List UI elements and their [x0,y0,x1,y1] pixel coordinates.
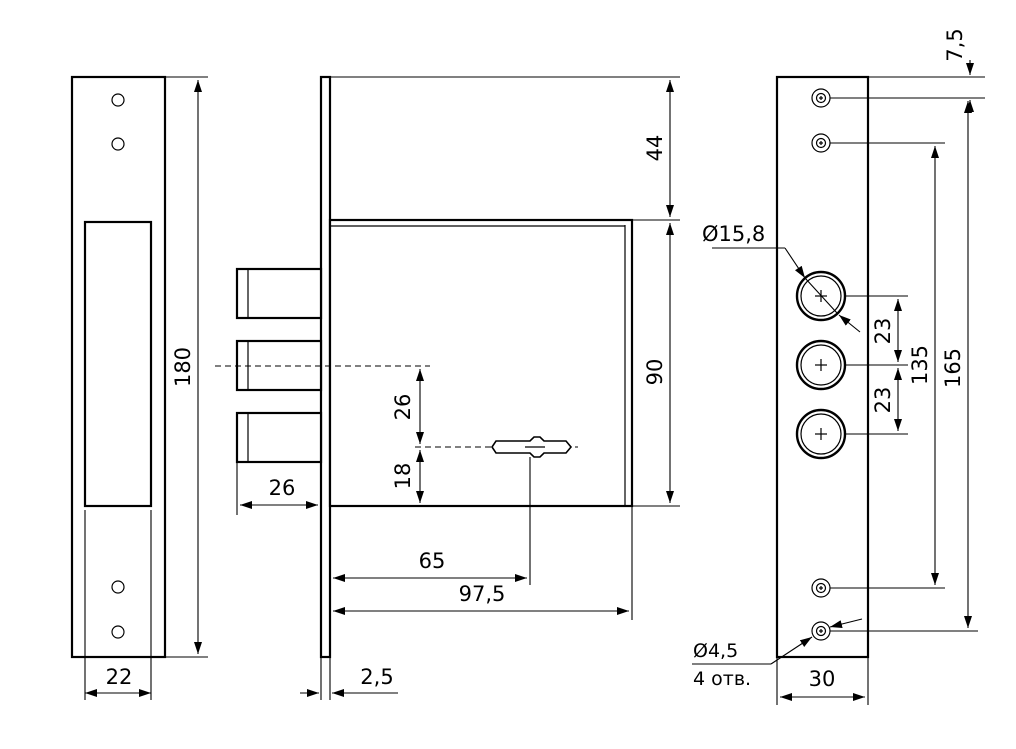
dimension-30-label: 30 [809,667,836,691]
strike-plate-view: 180 22 [70,75,208,700]
diameter-15-8-label: Ø15,8 [702,222,765,246]
lock-body [328,218,634,508]
dimension-7-5-label: 7,5 [943,28,967,61]
dimension-2-5-label: 2,5 [360,665,393,689]
dimension-23-lower-label: 23 [871,387,895,414]
dimension-23-upper-label: 23 [871,318,895,345]
strike-plate-opening [83,220,153,508]
dimension-26-horizontal-label: 26 [269,476,296,500]
bolt-head-3 [795,408,847,460]
dimension-26-vertical-label: 26 [391,394,415,421]
faceplate [319,75,332,659]
diameter-4-5-label: Ø4,5 [693,640,738,662]
lock-side-view: 44 90 26 18 26 65 97,5 2,5 [215,75,680,700]
bolt-1 [235,267,323,320]
dimension-135-label: 135 [908,345,932,385]
strike-hole-4 [111,625,125,639]
dimension-90-label: 90 [643,359,667,386]
strike-hole-2 [111,137,125,151]
hole-count-label: 4 отв. [693,668,751,690]
dimension-165-label: 165 [941,348,965,388]
strike-hole-1 [111,93,125,107]
bolt-3 [235,411,323,464]
dimension-65-label: 65 [419,549,446,573]
dimension-44-label: 44 [643,135,667,162]
dimension-22-label: 22 [106,665,133,689]
faceplate-front-view: Ø15,8 7,5 165 135 23 23 Ø4,5 4 отв. [692,28,985,705]
dimension-18-label: 18 [391,463,415,490]
strike-hole-3 [111,580,125,594]
dimension-97-5-label: 97,5 [459,582,506,606]
bolt-head-2 [795,339,847,391]
dimension-180-label: 180 [171,347,195,387]
